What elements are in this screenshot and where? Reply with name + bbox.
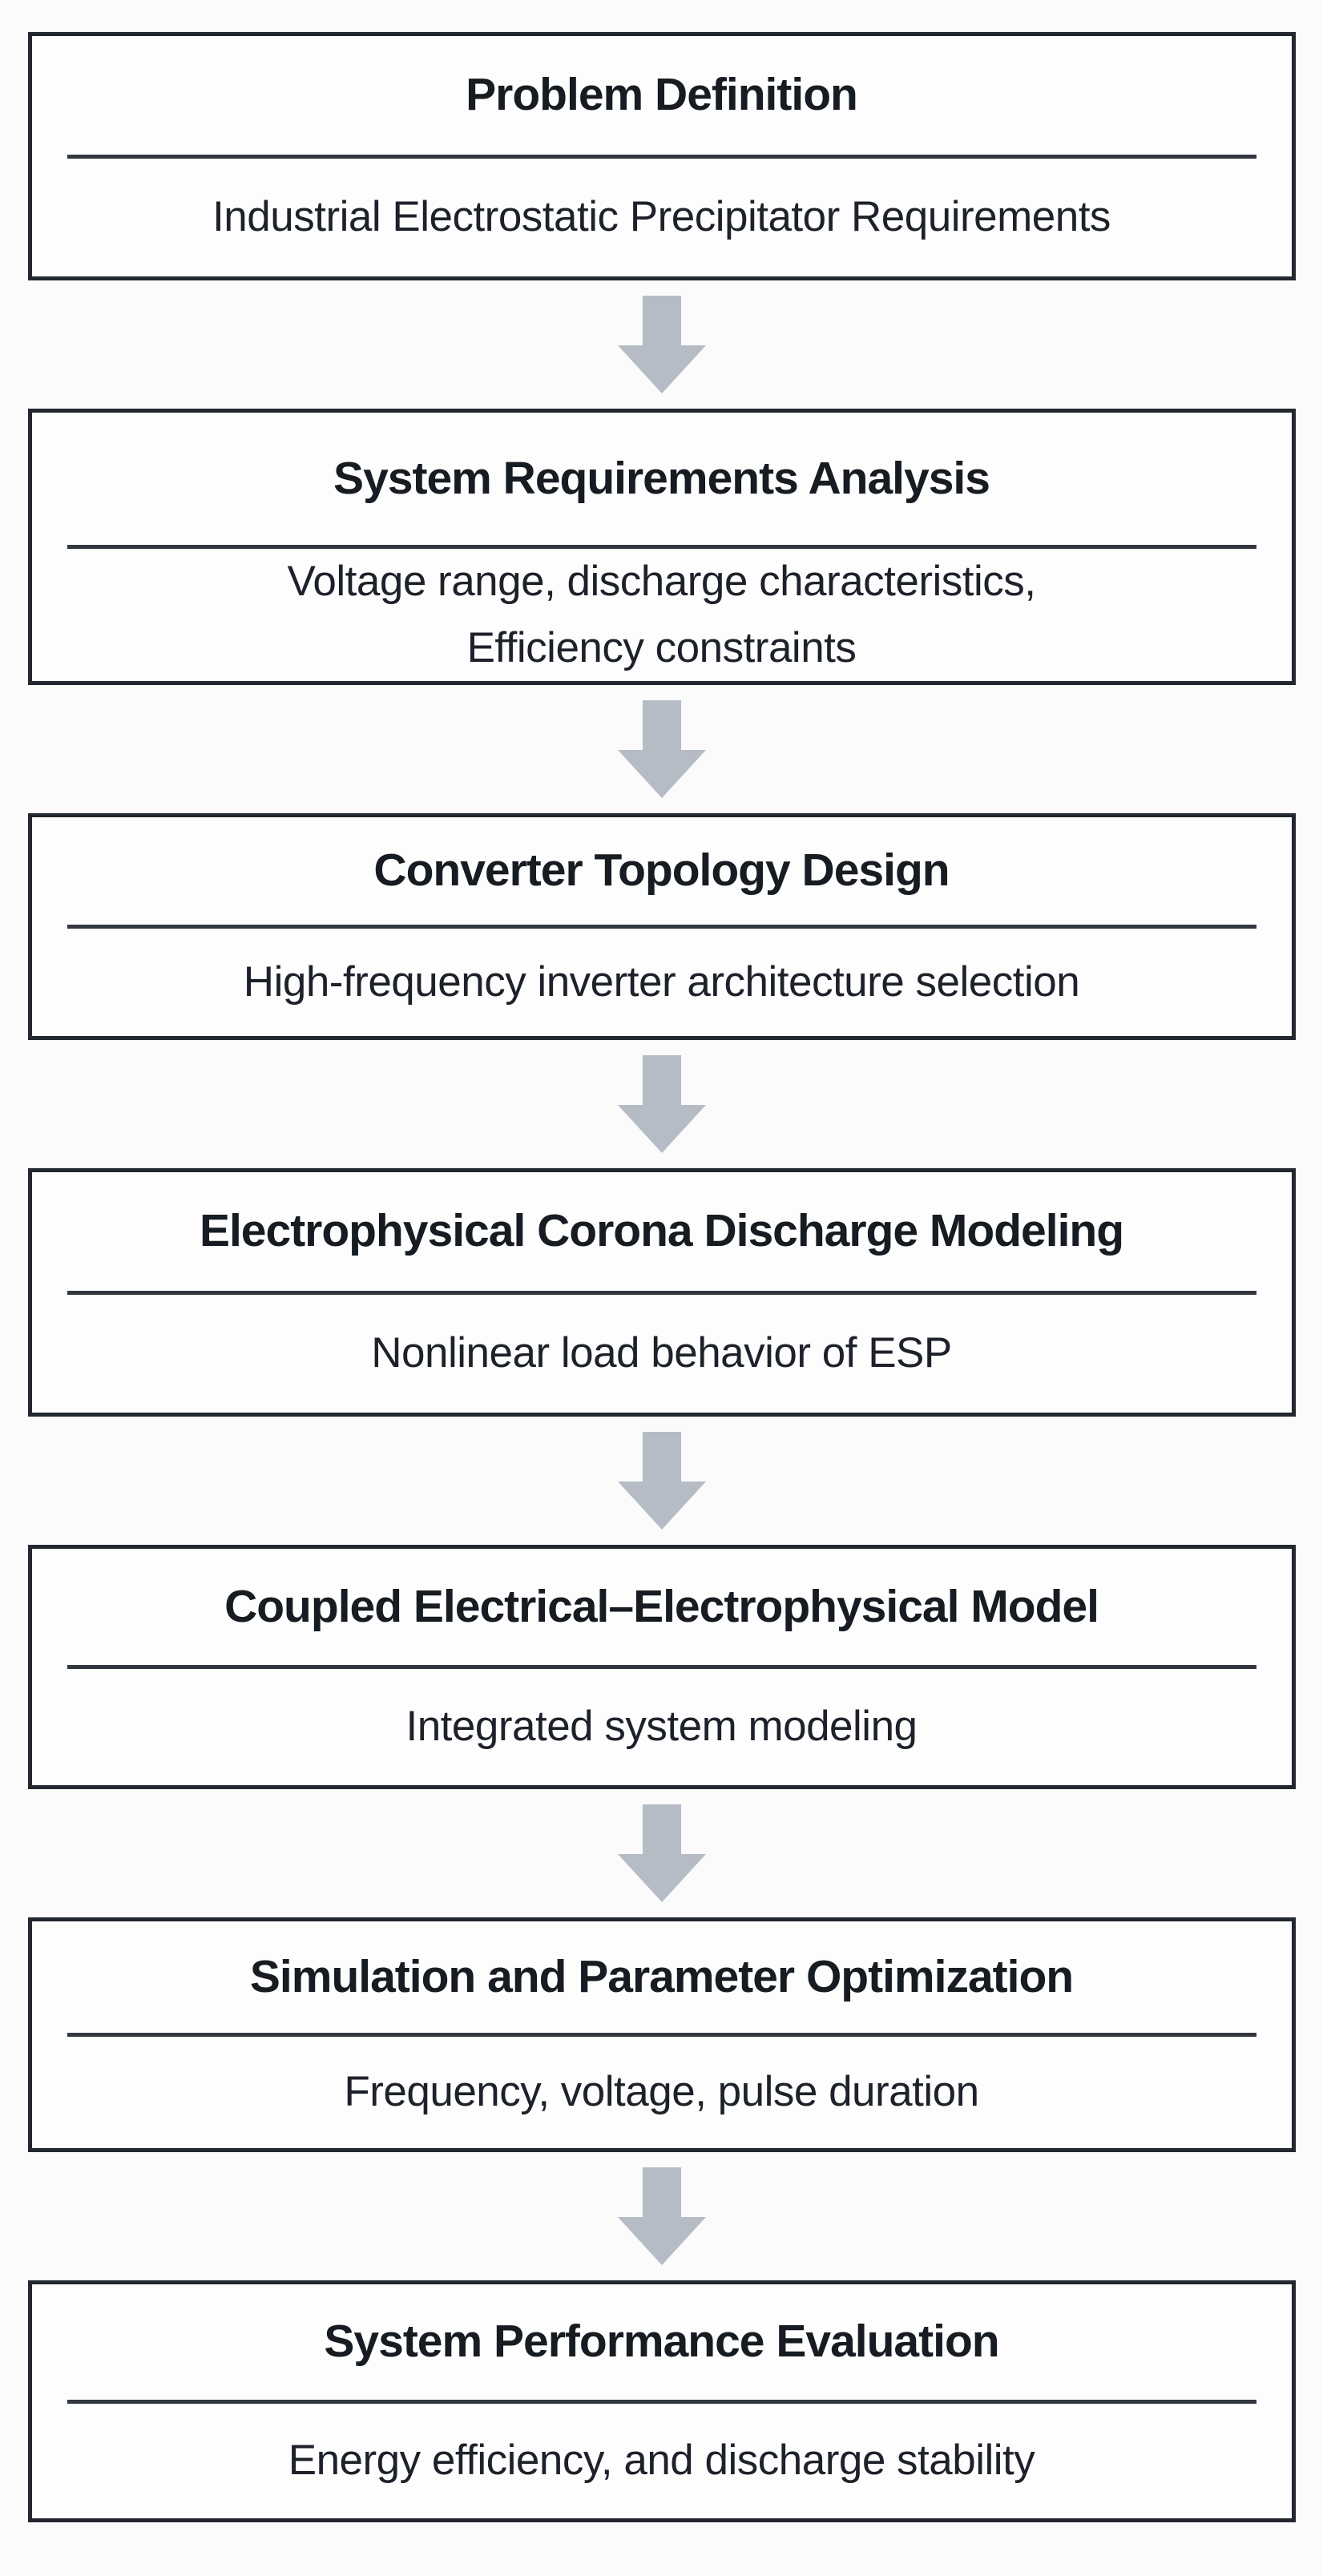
step-subtitle-zone: Energy efficiency, and discharge stabili…	[32, 2404, 1292, 2519]
flow-step-converter-topology-design: Converter Topology Design High-frequency…	[27, 813, 1296, 1040]
down-arrow-icon	[617, 1432, 706, 1530]
flow-step-system-performance-evaluation: System Performance Evaluation Energy eff…	[27, 2280, 1296, 2522]
down-arrow-icon	[617, 296, 706, 393]
step-subtitle: Energy efficiency, and discharge stabili…	[288, 2437, 1035, 2485]
step-subtitle-zone: Integrated system modeling	[32, 1669, 1292, 1785]
step-subtitle-zone: Industrial Electrostatic Precipitator Re…	[32, 159, 1292, 277]
title-divider	[67, 1665, 1256, 1669]
step-title-zone: System Requirements Analysis	[32, 413, 1292, 545]
title-divider	[67, 925, 1256, 929]
down-arrow-icon	[617, 700, 706, 798]
step-title-zone: Converter Topology Design	[32, 817, 1292, 925]
connector-row	[0, 280, 1323, 409]
down-arrow-icon	[617, 1055, 706, 1153]
connector-row	[0, 1040, 1323, 1168]
step-title-zone: Coupled Electrical–Electrophysical Model	[32, 1549, 1292, 1665]
step-subtitle-zone: High-frequency inverter architecture sel…	[32, 929, 1292, 1036]
connector-row	[0, 1789, 1323, 1917]
step-title-zone: Simulation and Parameter Optimization	[32, 1921, 1292, 2033]
flowchart: Problem Definition Industrial Electrosta…	[0, 32, 1323, 2522]
step-subtitle: Nonlinear load behavior of ESP	[371, 1329, 952, 1377]
title-divider	[67, 154, 1256, 159]
step-title-zone: System Performance Evaluation	[32, 2284, 1292, 2400]
flow-step-system-requirements-analysis: System Requirements Analysis Voltage ran…	[27, 409, 1296, 685]
step-subtitle: High-frequency inverter architecture sel…	[243, 957, 1080, 1006]
step-subtitle-zone: Nonlinear load behavior of ESP	[32, 1295, 1292, 1413]
step-title: Coupled Electrical–Electrophysical Model	[224, 1580, 1099, 1632]
flow-step-problem-definition: Problem Definition Industrial Electrosta…	[27, 32, 1296, 280]
step-title: Electrophysical Corona Discharge Modelin…	[199, 1204, 1124, 1256]
step-subtitle: Integrated system modeling	[405, 1703, 918, 1751]
flow-step-electrophysical-corona-discharge-modeling: Electrophysical Corona Discharge Modelin…	[27, 1168, 1296, 1417]
title-divider	[67, 2399, 1256, 2404]
connector-row	[0, 685, 1323, 813]
step-title: Problem Definition	[466, 68, 858, 120]
step-subtitle-zone: Voltage range, discharge characteristics…	[32, 549, 1292, 681]
step-title-zone: Problem Definition	[32, 36, 1292, 155]
step-title: Simulation and Parameter Optimization	[249, 1950, 1074, 2002]
step-title: Converter Topology Design	[373, 845, 950, 897]
step-title-zone: Electrophysical Corona Discharge Modelin…	[32, 1172, 1292, 1291]
connector-row	[0, 2152, 1323, 2280]
down-arrow-icon	[617, 1804, 706, 1902]
title-divider	[67, 1290, 1256, 1295]
flow-step-simulation-and-parameter-optimization: Simulation and Parameter Optimization Fr…	[27, 1917, 1296, 2152]
step-subtitle: Frequency, voltage, pulse duration	[344, 2068, 979, 2116]
step-subtitle: Industrial Electrostatic Precipitator Re…	[212, 193, 1111, 241]
step-title: System Performance Evaluation	[324, 2315, 999, 2367]
step-subtitle-zone: Frequency, voltage, pulse duration	[32, 2037, 1292, 2148]
step-subtitle: Voltage range, discharge characteristics…	[287, 558, 1036, 671]
step-title: System Requirements Analysis	[333, 452, 990, 504]
flow-step-coupled-electrical-electrophysical-model: Coupled Electrical–Electrophysical Model…	[27, 1545, 1296, 1789]
title-divider	[67, 545, 1256, 549]
connector-row	[0, 1417, 1323, 1545]
title-divider	[67, 2033, 1256, 2037]
down-arrow-icon	[617, 2167, 706, 2265]
